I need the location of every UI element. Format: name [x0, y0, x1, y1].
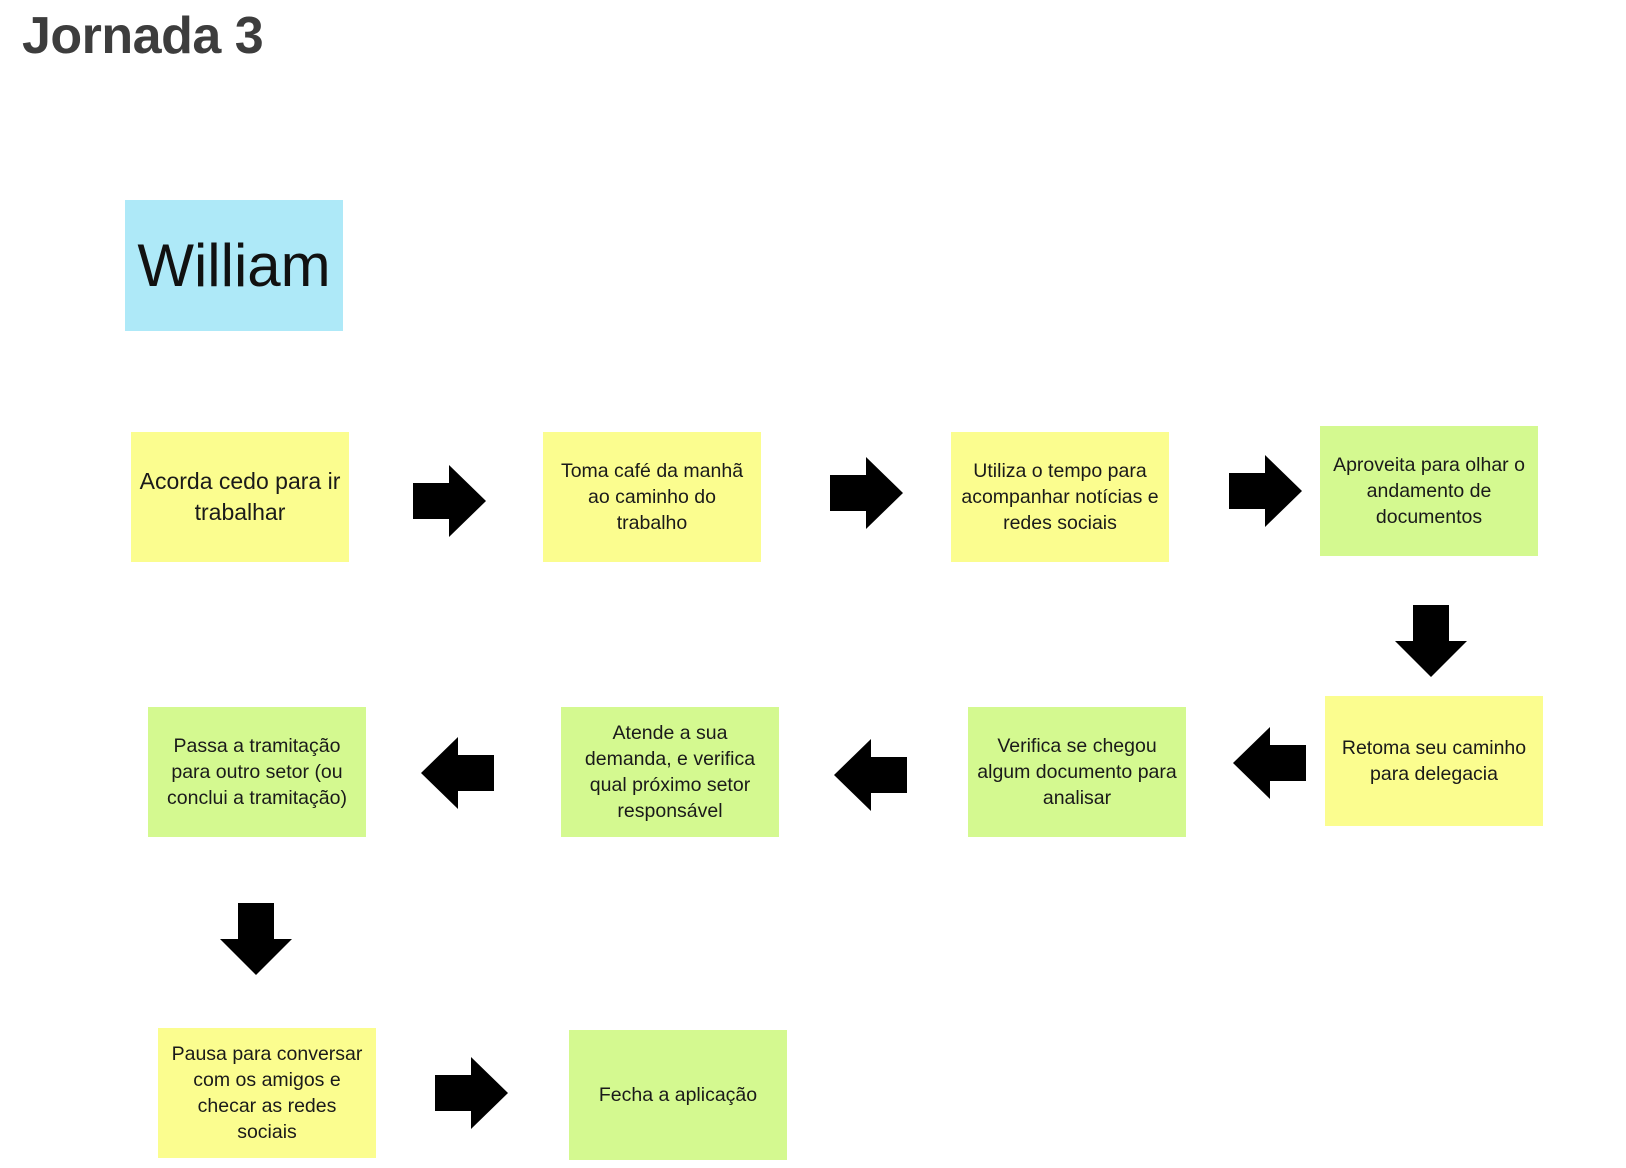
step-note-6: Verifica se chegou algum documento para …: [968, 707, 1186, 837]
step-note-3: Utiliza o tempo para acompanhar notícias…: [951, 432, 1169, 562]
arrow-right-icon: [830, 457, 903, 529]
arrow-left-icon: [834, 739, 907, 811]
step-note-7: Atende a sua demanda, e verifica qual pr…: [561, 707, 779, 837]
step-note-9: Pausa para conversar com os amigos e che…: [158, 1028, 376, 1158]
arrow-down-icon: [220, 903, 292, 975]
step-note-1: Acorda cedo para ir trabalhar: [131, 432, 349, 562]
arrow-right-icon: [435, 1057, 508, 1129]
arrow-left-icon: [1233, 727, 1306, 799]
step-note-8: Passa a tramitação para outro setor (ou …: [148, 707, 366, 837]
step-note-10: Fecha a aplicação: [569, 1030, 787, 1160]
arrow-right-icon: [1229, 455, 1302, 527]
step-note-2: Toma café da manhã ao caminho do trabalh…: [543, 432, 761, 562]
arrow-right-icon: [413, 465, 486, 537]
persona-card: William: [125, 200, 343, 331]
step-note-5: Retoma seu caminho para delegacia: [1325, 696, 1543, 826]
step-note-4: Aproveita para olhar o andamento de docu…: [1320, 426, 1538, 556]
arrow-left-icon: [421, 737, 494, 809]
page-title: Jornada 3: [22, 7, 264, 65]
arrow-down-icon: [1395, 605, 1467, 677]
